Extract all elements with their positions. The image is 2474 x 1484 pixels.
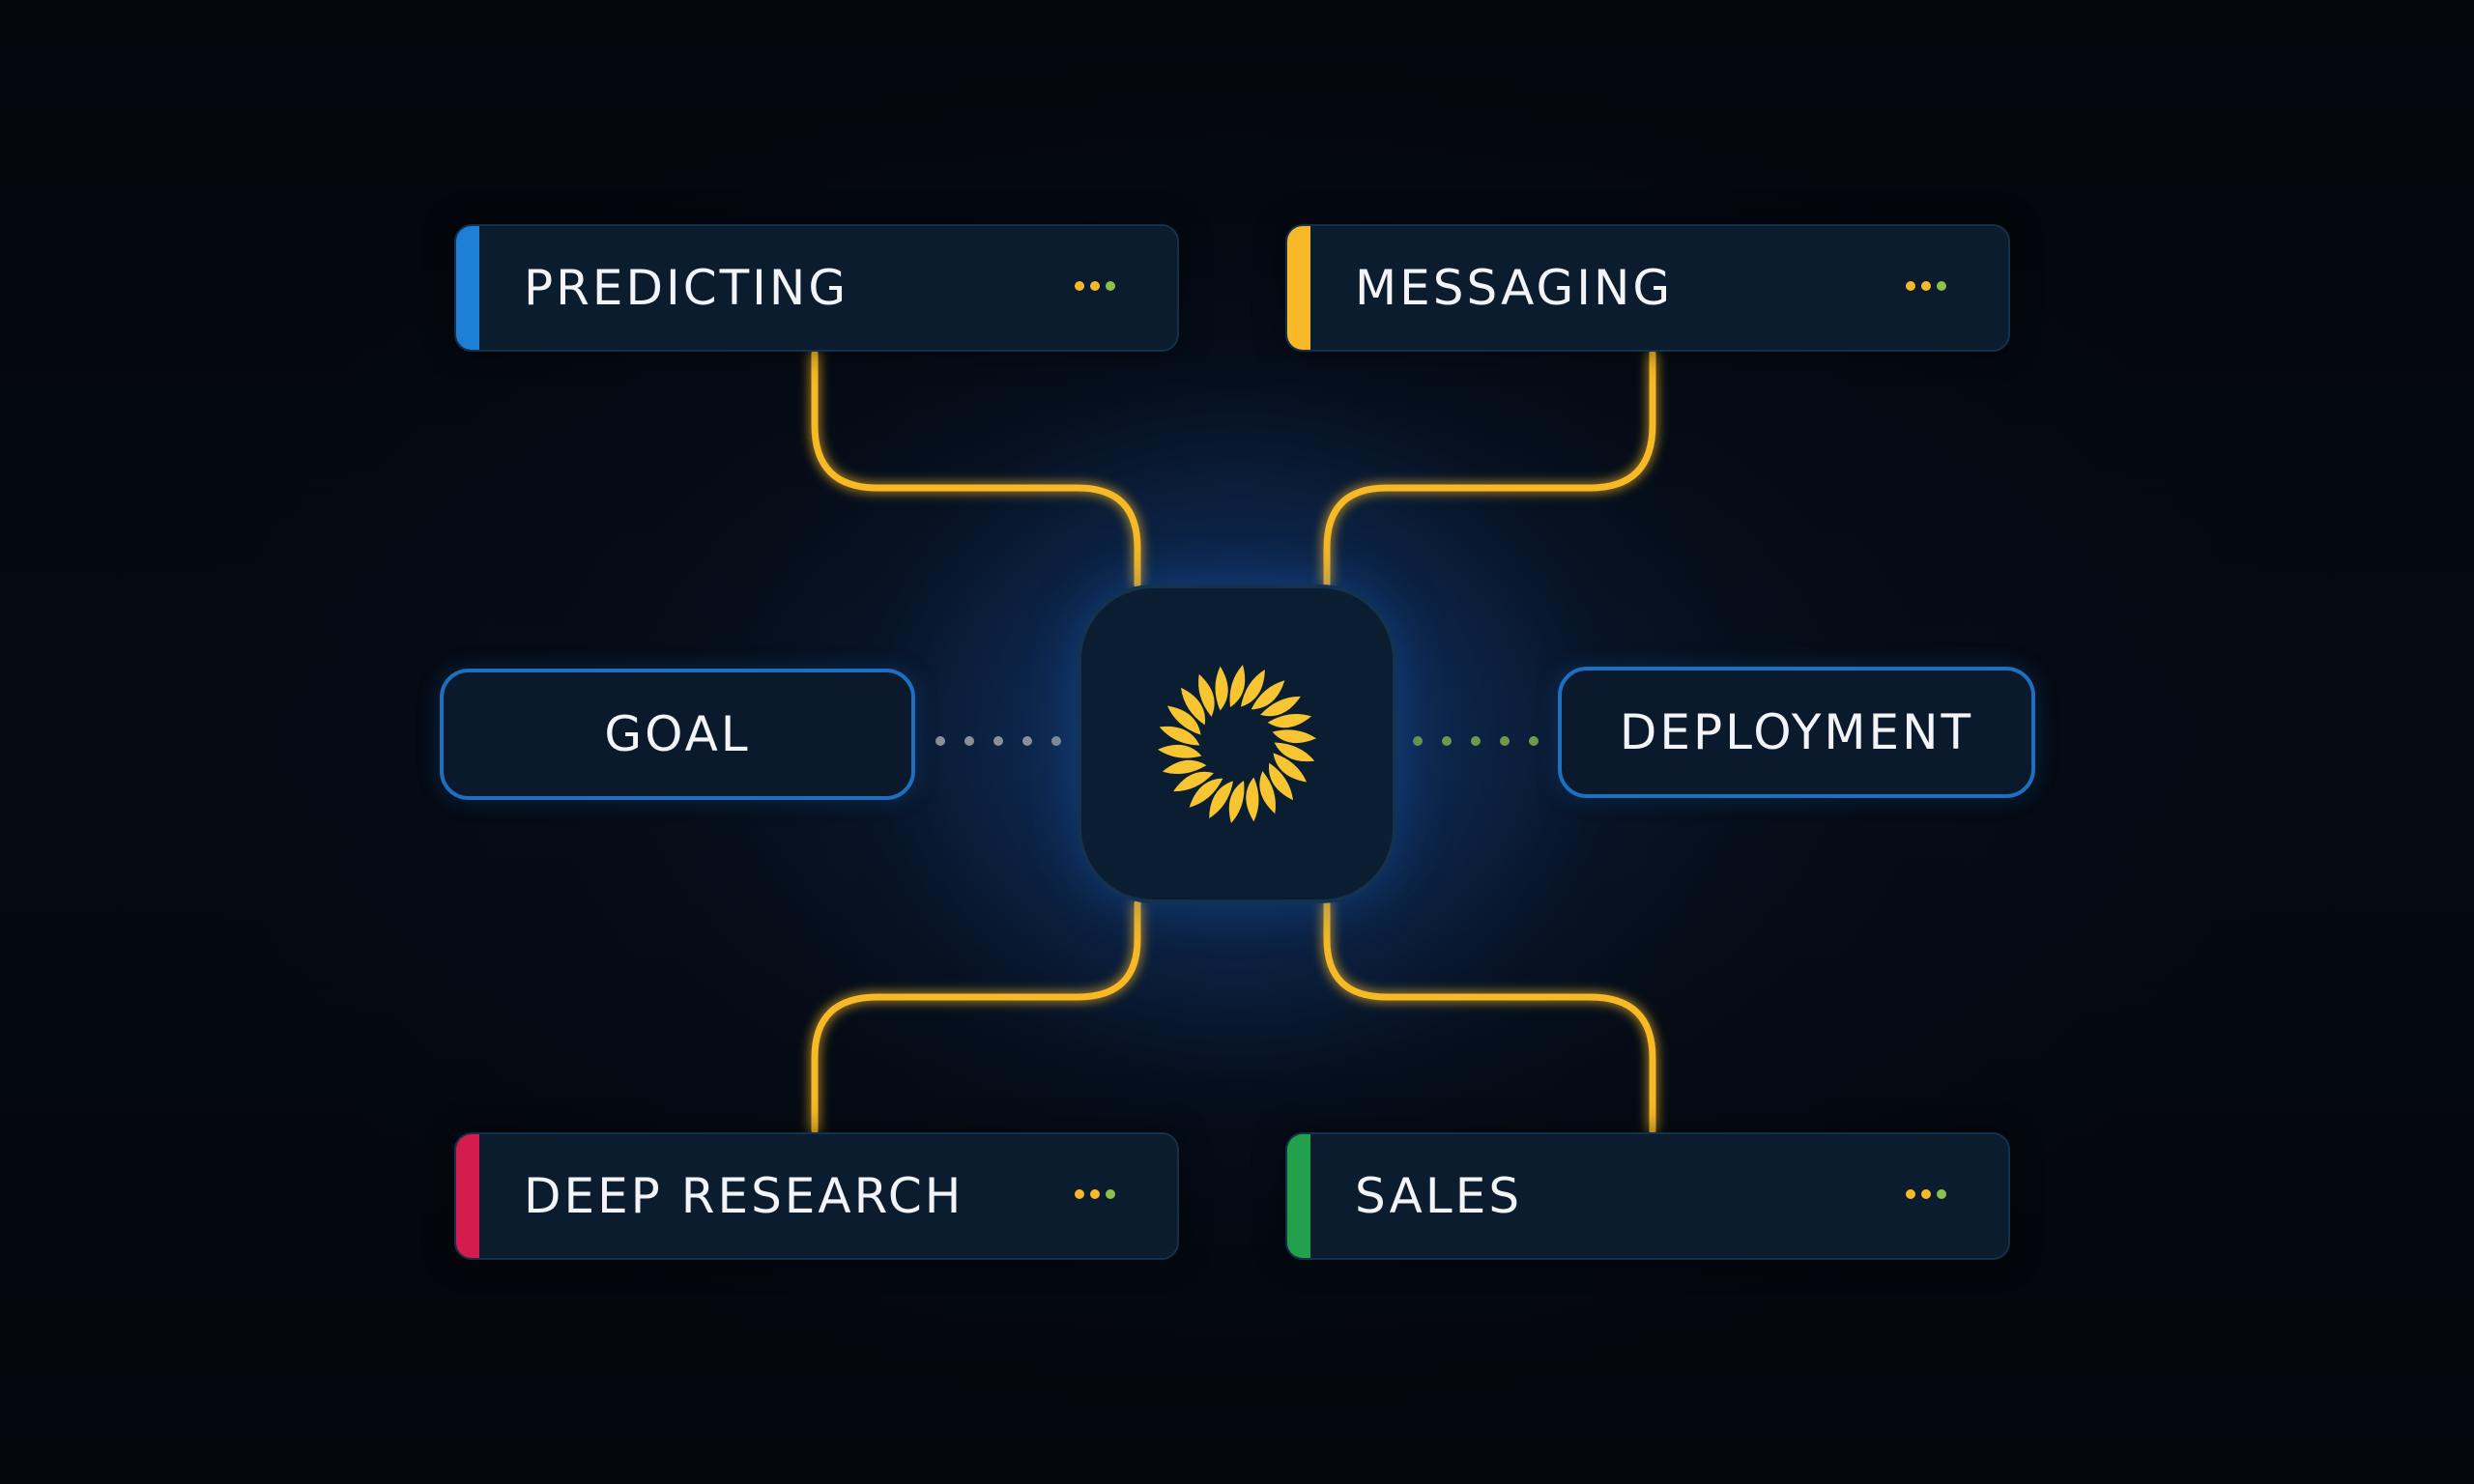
dotted-link-goal: [935, 736, 1061, 746]
card-accent-bar: [456, 1134, 479, 1258]
sunburst-petal: [1173, 771, 1214, 792]
sunburst-petal: [1228, 781, 1245, 823]
sunburst-petal: [1162, 759, 1207, 775]
sunburst-petal: [1166, 705, 1201, 735]
dotted-link-deployment: [1413, 736, 1539, 746]
more-options-icon[interactable]: [1906, 1189, 1946, 1199]
sunburst-petal: [1240, 670, 1265, 707]
card-label: SALES: [1355, 1168, 1523, 1224]
card-predicting[interactable]: PREDICTING: [454, 224, 1179, 352]
sunburst-petal: [1159, 726, 1200, 746]
sunburst-ring-icon: [1157, 665, 1317, 823]
connector-predicting: [811, 350, 1141, 588]
more-options-icon[interactable]: [1906, 281, 1946, 291]
sunburst-petal: [1246, 777, 1259, 822]
sunburst-petal: [1180, 687, 1206, 726]
sunburst-petal: [1260, 696, 1301, 717]
sunburst-petal: [1189, 778, 1223, 808]
sunburst-petal: [1273, 753, 1308, 783]
connector-deep-research: [811, 899, 1141, 1134]
node-goal[interactable]: GOAL: [440, 669, 915, 800]
connector-messaging: [1323, 350, 1656, 588]
central-hub[interactable]: [1078, 585, 1396, 903]
sunburst-petal: [1274, 742, 1315, 762]
sunburst-petal: [1259, 771, 1276, 814]
card-messaging[interactable]: MESSAGING: [1285, 224, 2010, 352]
more-options-icon[interactable]: [1075, 1189, 1115, 1199]
sunburst-petal: [1229, 665, 1246, 707]
card-deep-research[interactable]: DEEP RESEARCH: [454, 1132, 1179, 1260]
sunburst-petal: [1209, 781, 1234, 818]
card-accent-bar: [1287, 1134, 1310, 1258]
card-sales[interactable]: SALES: [1285, 1132, 2010, 1260]
sunburst-petal: [1157, 744, 1202, 758]
sunburst-petal: [1215, 666, 1228, 711]
node-deployment[interactable]: DEPLOYMENT: [1558, 667, 2035, 798]
card-label: DEEP RESEARCH: [524, 1168, 964, 1224]
connector-sales: [1323, 899, 1656, 1134]
sunburst-petal: [1251, 680, 1285, 710]
card-label: PREDICTING: [524, 260, 849, 316]
more-options-icon[interactable]: [1075, 281, 1115, 291]
sunburst-petal: [1267, 713, 1312, 728]
card-accent-bar: [1287, 226, 1310, 350]
sunburst-petal: [1268, 762, 1294, 801]
card-label: MESSAGING: [1355, 260, 1674, 316]
sunburst-petal: [1272, 729, 1317, 744]
sunburst-petal: [1198, 673, 1215, 717]
card-accent-bar: [456, 226, 479, 350]
